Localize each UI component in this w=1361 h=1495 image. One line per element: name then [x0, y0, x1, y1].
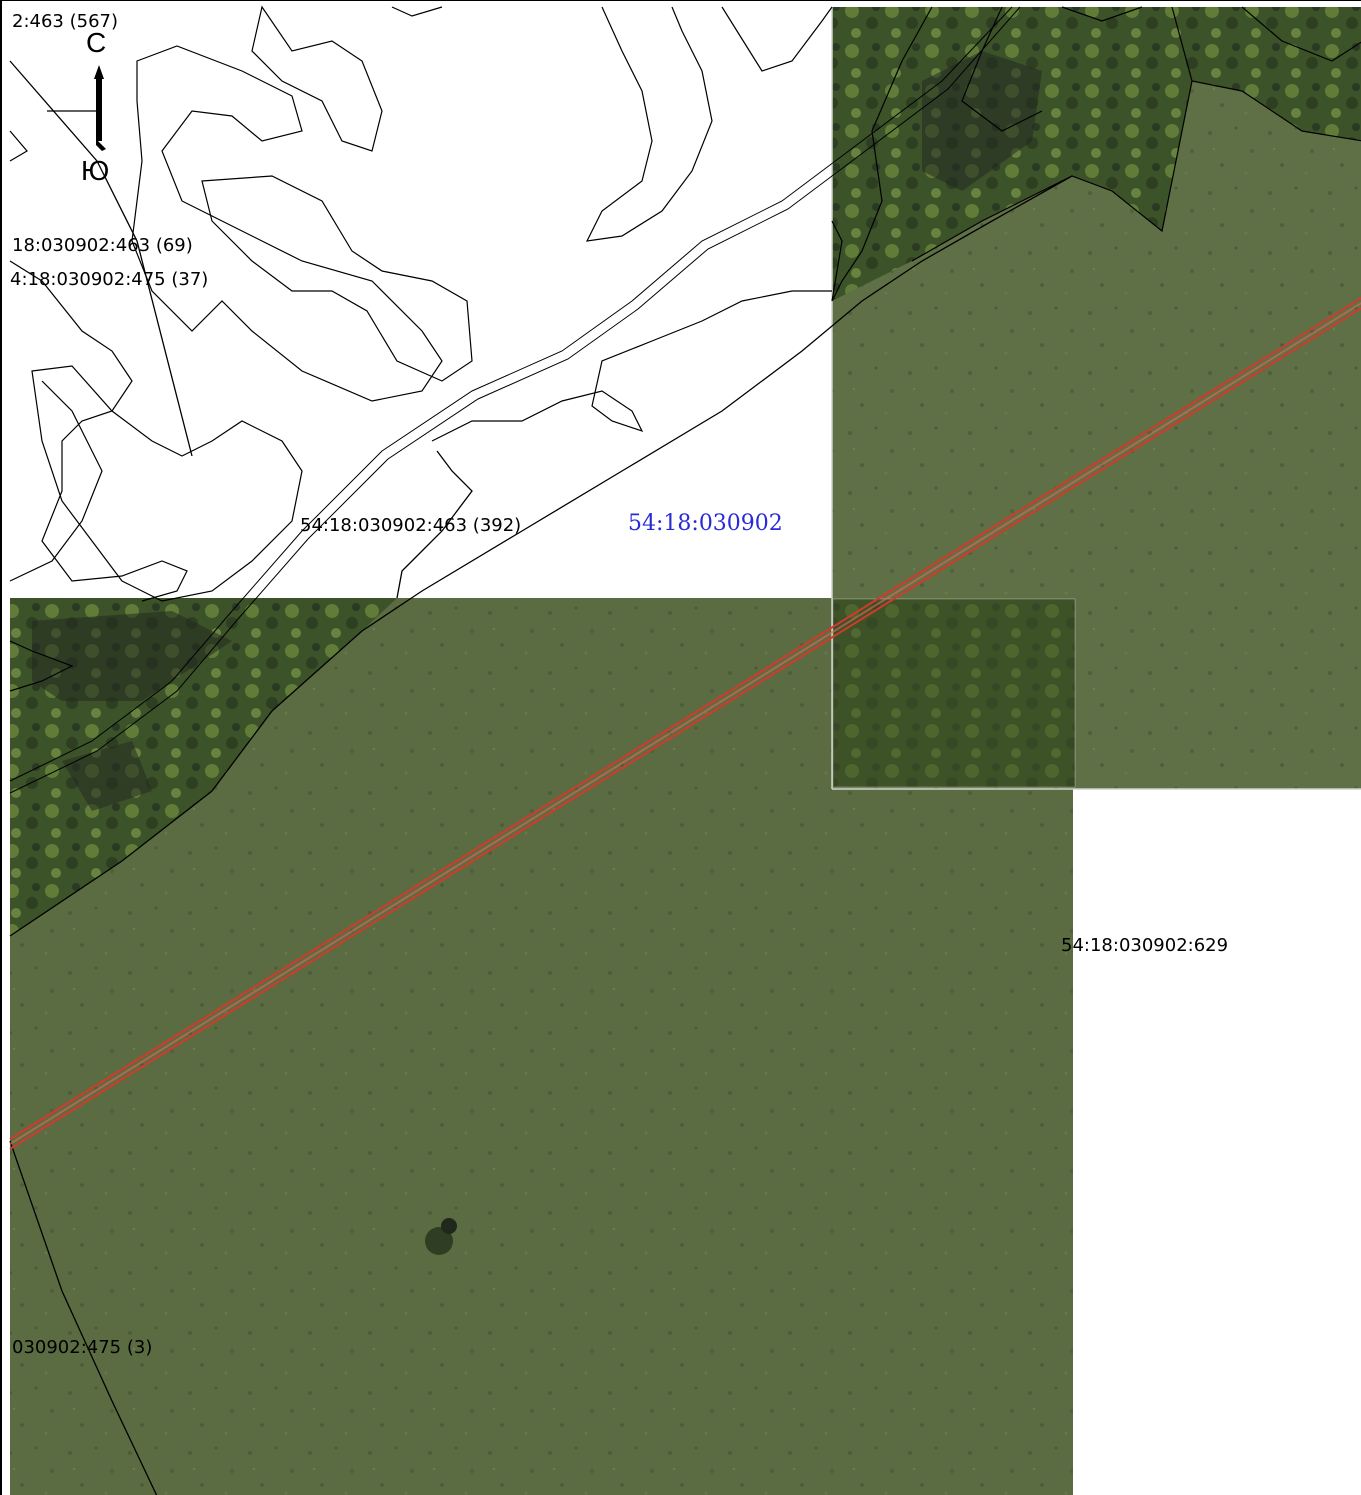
parcel-boundary-mid[interactable]: [396, 450, 473, 599]
parcel-boundaries: [9, 60, 1073, 1495]
compass-shaft: [96, 77, 102, 141]
parcel-boundary-475[interactable]: [9, 1140, 158, 1495]
contour-5[interactable]: [585, 6, 713, 242]
north-arrowhead: [94, 65, 104, 79]
contour-14[interactable]: [1061, 6, 1143, 22]
dark-water-top-right: [922, 51, 1042, 191]
linear-object: [9, 297, 1361, 1150]
dark-water-left: [32, 611, 232, 701]
compass-arrow: [94, 65, 106, 151]
imagery-inset-texture: [833, 599, 1075, 787]
contour-6[interactable]: [721, 6, 833, 72]
contour-8[interactable]: [391, 6, 443, 17]
parcel-boundary-south[interactable]: [9, 175, 1073, 937]
compass-north-label: С: [86, 27, 107, 58]
contour-18[interactable]: [961, 6, 1043, 132]
contour-2[interactable]: [201, 175, 473, 382]
parcel-label-463-69[interactable]: 18:030902:463 (69): [12, 235, 193, 256]
contour-20[interactable]: [9, 640, 74, 692]
parcel-boundary-463[interactable]: [9, 60, 193, 457]
parcel-label-475-3[interactable]: 030902:475 (3): [12, 1337, 153, 1358]
contour-7[interactable]: [431, 290, 832, 442]
contour-4[interactable]: [251, 5, 383, 152]
contour-13[interactable]: [831, 6, 933, 302]
contour-16[interactable]: [1241, 6, 1361, 62]
contour-11[interactable]: [9, 130, 28, 162]
tree-clump: [425, 1227, 453, 1255]
river-line-b: [9, 6, 1021, 794]
linear-object-line-b[interactable]: [9, 307, 1361, 1150]
contour-15[interactable]: [1171, 6, 1361, 142]
contour-9[interactable]: [9, 260, 188, 602]
dark-water-left-2: [62, 741, 152, 811]
linear-object-center: [9, 302, 1361, 1145]
river-line-a: [9, 6, 1013, 782]
parcel-label-629[interactable]: 54:18:030902:629: [1061, 935, 1229, 956]
contour-10[interactable]: [9, 380, 103, 582]
contour-3[interactable]: [31, 365, 303, 602]
parcel-label-475-37[interactable]: 4:18:030902:475 (37): [10, 269, 209, 290]
parcel-label-463-392[interactable]: 54:18:030902:463 (392): [300, 515, 522, 536]
contour-1[interactable]: [131, 45, 443, 402]
contour-17[interactable]: [911, 80, 1193, 262]
river-double-line: [9, 6, 1021, 794]
linear-object-line-a[interactable]: [9, 297, 1361, 1140]
parcel-label-top-left[interactable]: 2:463 (567): [12, 11, 118, 32]
tree-clump-2: [441, 1218, 457, 1234]
cadastral-quarter-label[interactable]: 54:18:030902: [628, 511, 783, 536]
contour-19[interactable]: [831, 220, 843, 302]
south-tail: [96, 139, 106, 151]
satellite-imagery: [10, 7, 1361, 1495]
compass-south-label: Ю: [81, 155, 110, 186]
